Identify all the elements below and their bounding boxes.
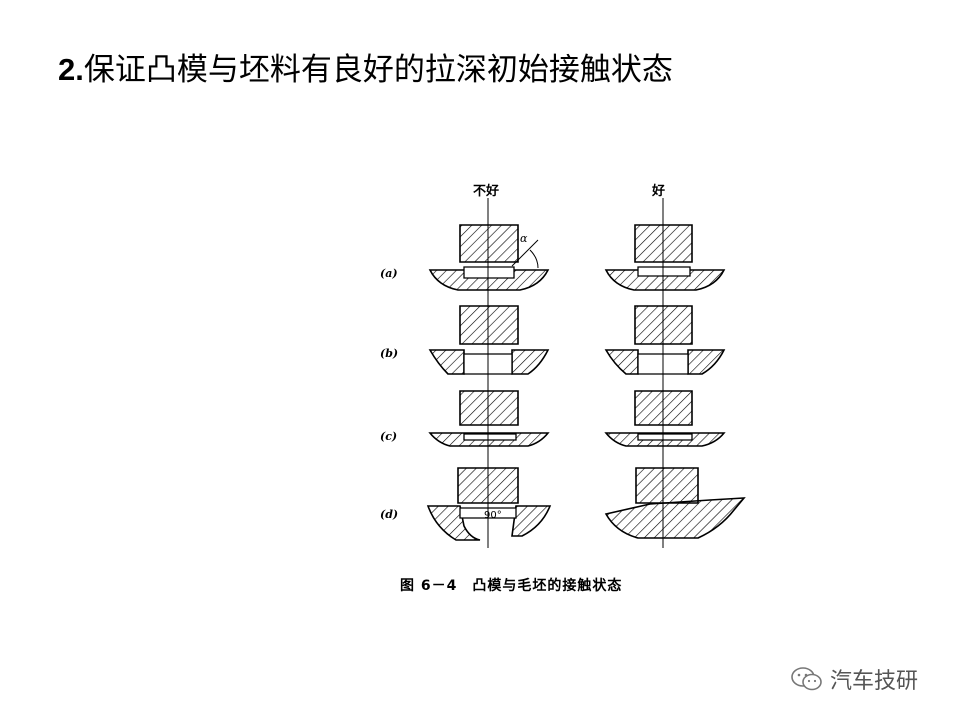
alpha-arc <box>529 249 539 269</box>
punch-bad-a <box>459 224 519 263</box>
wechat-icon <box>791 667 822 691</box>
angle-90-label: 90° <box>484 510 502 521</box>
blank-good-c <box>637 433 693 441</box>
title-text: 保证凸模与坯料有良好的拉深初始接触状态 <box>83 52 673 88</box>
row-label-c: (c) <box>380 430 398 443</box>
column-label-good: 好 <box>652 184 666 199</box>
die-bad-d-right <box>511 505 552 537</box>
figure-drawing: α 90° <box>426 198 746 548</box>
alpha-line <box>511 239 539 267</box>
page-title: 2.保证凸模与坯料有良好的拉深初始接触状态 <box>58 44 673 89</box>
die-bad-a <box>428 269 550 291</box>
blank-bad-a <box>463 266 515 279</box>
die-good-b-left <box>604 349 639 375</box>
column-label-bad: 不好 <box>473 184 500 199</box>
contact-state-figure: α 90° 不好 好 (a) (b) (c) (d) 图 6－4 凸模与毛坯的接… <box>380 178 770 598</box>
punch-bad-c <box>459 390 519 426</box>
die-bad-b-left <box>428 349 465 375</box>
die-good-b-right <box>687 349 726 375</box>
die-bad-b-right <box>511 349 550 375</box>
row-label-d: (d) <box>380 508 399 521</box>
title-number: 2. <box>58 52 84 87</box>
row-label-a: (a) <box>380 267 398 280</box>
die-bad-d-left <box>426 505 481 541</box>
die-good-d <box>604 497 746 539</box>
punch-good-d <box>635 467 699 504</box>
blank-bad-c <box>463 433 517 441</box>
figure-caption: 图 6－4 凸模与毛坯的接触状态 <box>400 578 623 594</box>
blank-good-a <box>637 266 691 277</box>
watermark-text: 汽车技研 <box>830 669 919 694</box>
row-label-b: (b) <box>380 347 399 360</box>
punch-bad-b <box>459 305 519 345</box>
alpha-label: α <box>520 232 528 245</box>
watermark: 汽车技研 <box>790 664 918 694</box>
die-good-a <box>604 269 726 291</box>
